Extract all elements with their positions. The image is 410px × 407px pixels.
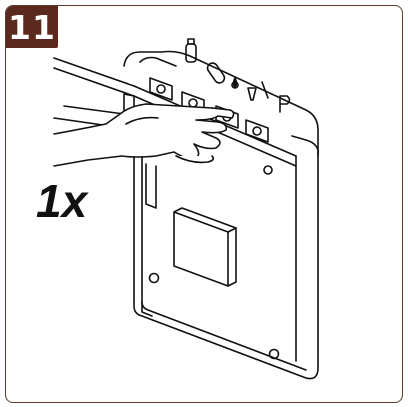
bottle-icon [185, 38, 197, 63]
step-number-badge: 11 [6, 6, 58, 48]
drop-icon [231, 77, 239, 89]
bottom-tab [141, 301, 153, 317]
program-icons [185, 38, 291, 113]
button-4 [245, 119, 269, 143]
screw-holes [148, 165, 280, 360]
repeat-count-label: 1x [36, 175, 88, 227]
appliance-illustration [53, 38, 320, 380]
button-1 [149, 77, 173, 101]
hand-pressing [53, 103, 235, 167]
instruction-panel: 11 1x [5, 5, 403, 403]
p-program-icon [279, 95, 291, 113]
capsule-icon [206, 62, 226, 84]
glass-brush-icon [247, 81, 269, 101]
panel-support [145, 163, 157, 209]
center-component [173, 207, 237, 287]
